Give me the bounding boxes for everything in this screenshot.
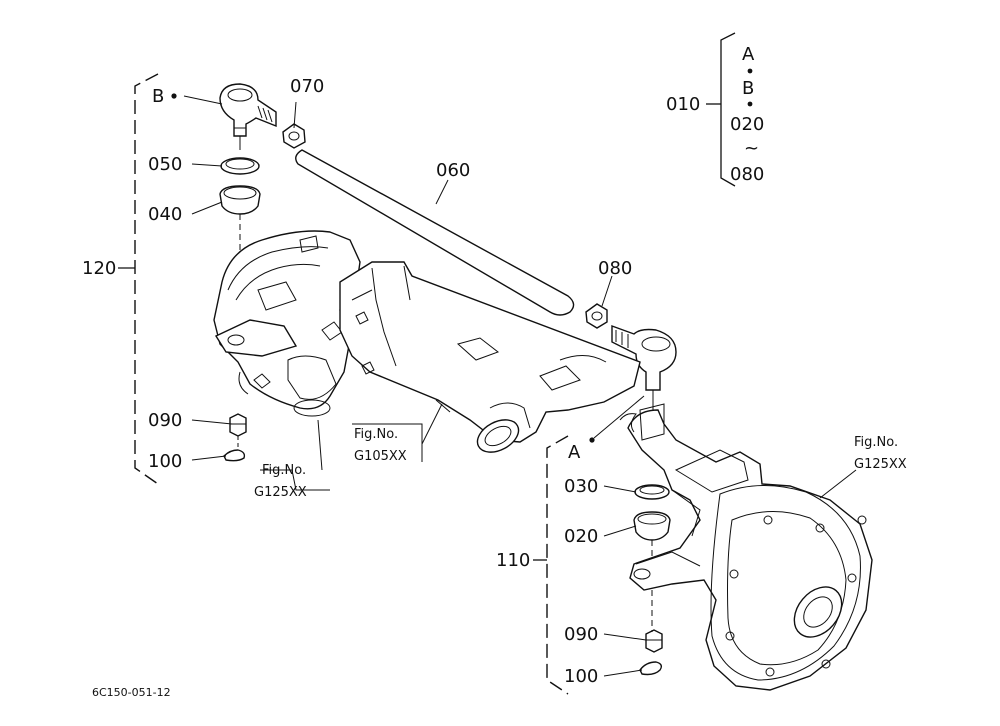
label-100-left: 100: [148, 451, 182, 472]
seal-030: [634, 484, 670, 500]
label-090-left: 090: [148, 410, 182, 431]
boot-020: [633, 511, 671, 541]
label-040: 040: [148, 204, 182, 225]
figref-right-label: Fig.No.: [854, 435, 898, 450]
castle-nut-090-right: [645, 629, 663, 653]
castle-nut-090-left: [229, 413, 247, 437]
label-060: 060: [436, 160, 470, 181]
label-070: 070: [290, 76, 324, 97]
seal-050: [220, 157, 260, 175]
figref-mid-label: Fig.No.: [354, 427, 398, 442]
label-010: 010: [666, 94, 700, 115]
legend-080: 080: [730, 164, 764, 185]
figref-right-code: G125XX: [854, 457, 907, 472]
bracket-110: [533, 435, 569, 695]
left-knuckle-housing: [213, 230, 361, 417]
point-b-dot: [171, 93, 177, 99]
axle-tube: [339, 261, 641, 453]
nut-080: [585, 303, 608, 329]
label-090-right: 090: [564, 624, 598, 645]
cotter-pin-100-right: [639, 661, 663, 676]
label-080: 080: [598, 258, 632, 279]
point-a-dot: [589, 437, 595, 443]
label-a: A: [568, 442, 581, 463]
right-knuckle-housing: [619, 403, 873, 691]
leader-lines: [183, 95, 857, 677]
brace-010: [706, 32, 753, 187]
figref-left-label: Fig.No.: [262, 463, 306, 478]
drawing-code: 6C150-051-12: [92, 686, 171, 699]
bracket-120: [118, 73, 159, 485]
label-030: 030: [564, 476, 598, 497]
label-120: 120: [82, 258, 116, 279]
label-020: 020: [564, 526, 598, 547]
legend-tilde: ~: [744, 138, 759, 159]
label-050: 050: [148, 154, 182, 175]
figref-mid-code: G105XX: [354, 449, 407, 464]
figref-left-code: G125XX: [254, 485, 307, 500]
label-b: B: [152, 86, 164, 107]
legend-020: 020: [730, 114, 764, 135]
cotter-pin-100-left: [223, 449, 246, 462]
label-100-right: 100: [564, 666, 598, 687]
label-110: 110: [496, 550, 530, 571]
legend-b: B: [742, 78, 754, 99]
tie-rod: [295, 149, 575, 316]
boot-040: [219, 185, 261, 215]
legend-a: A: [742, 44, 755, 65]
tie-rod-end-b: [219, 83, 277, 150]
